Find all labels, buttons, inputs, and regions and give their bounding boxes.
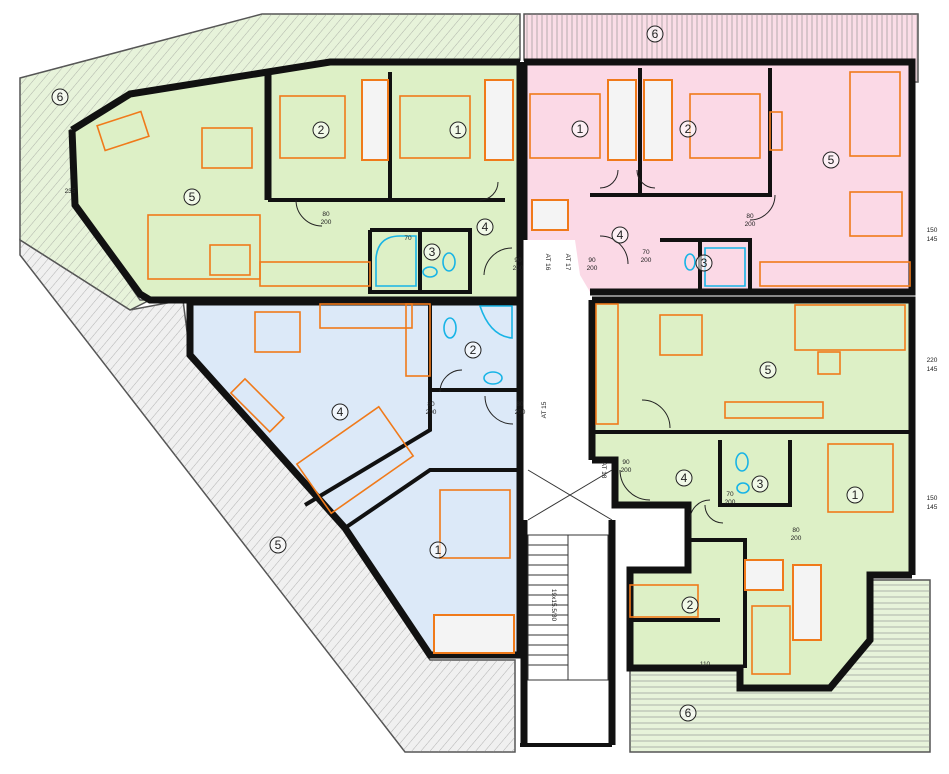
dim-door-ne-entry: 90	[588, 257, 596, 264]
dim-door-nw-b3: 70	[404, 235, 412, 242]
dim-door-ne-entry-h: 200	[587, 265, 598, 272]
room-ne-1-circle	[571, 120, 589, 138]
terrace-w-5: 5	[275, 538, 282, 552]
room-nw-4-circle	[476, 218, 494, 236]
dim-at18: AT 18	[600, 462, 607, 479]
dim-door-se-b3-h: 200	[725, 499, 736, 506]
dim-stair: 19x15.5/30	[550, 589, 557, 622]
terrace-se-6-circle	[679, 704, 697, 722]
terrace-ne-6-circle	[646, 25, 664, 43]
room-w-2-circle	[464, 341, 482, 359]
dim-e-220: 220	[927, 357, 938, 364]
room-w-4: 4	[337, 405, 344, 419]
room-w-2: 2	[470, 343, 477, 357]
room-se-3-circle	[751, 475, 769, 493]
terrace-w-5-circle	[269, 536, 287, 554]
terrace-w-hatch	[20, 240, 515, 752]
room-se-1-circle	[846, 486, 864, 504]
room-nw-2: 2	[318, 123, 325, 137]
dim-door-nw-entry: 90	[514, 257, 522, 264]
room-nw-5: 5	[189, 190, 196, 204]
dim-nw-235: 235	[65, 188, 76, 195]
dim-door-nw-hall: 80	[322, 211, 330, 218]
walls	[68, 58, 916, 747]
dim-ne-145: 145	[927, 236, 938, 243]
dim-door-w-entry-h: 200	[515, 409, 526, 416]
dim-se-150: 150	[927, 495, 938, 502]
dim-door-se-b1: 80	[792, 527, 800, 534]
room-se-4-circle	[675, 469, 693, 487]
room-w-4-circle	[331, 403, 349, 421]
terrace-nw-hatch	[20, 14, 520, 310]
dim-door-w-hall: 80	[427, 401, 435, 408]
room-ne-2-circle	[679, 120, 697, 138]
terrace-se-6: 6	[685, 706, 692, 720]
dim-door-ne-b3: 70	[642, 249, 650, 256]
room-se-3: 3	[757, 477, 764, 491]
dim-se-145: 145	[927, 504, 938, 511]
dim-door-nw-hall-h: 200	[321, 219, 332, 226]
room-nw-1: 1	[455, 123, 462, 137]
room-w-1-circle	[429, 541, 447, 559]
dim-door-se-entry: 90	[622, 459, 630, 466]
furniture-se	[629, 443, 894, 675]
dim-se-110: 110	[700, 661, 711, 668]
dim-e-145a: 145	[927, 366, 938, 373]
room-nw-3-circle	[423, 243, 441, 261]
furniture-w	[229, 303, 515, 654]
room-labels: 1 2 3 4 5 6 1 2 3 4 5 6 1 2 4 5 5 1	[51, 25, 864, 722]
room-se-2-circle	[681, 596, 699, 614]
dim-at16: AT 16	[544, 254, 551, 271]
dimensions: 80 200 70 90 200 90 200 70 200 80 200 80…	[65, 188, 938, 668]
room-nw-5-circle	[183, 188, 201, 206]
dim-door-w-hall-h: 200	[426, 409, 437, 416]
terrace-ne-hatch	[524, 14, 918, 82]
room-ne-2: 2	[685, 122, 692, 136]
apartment-ne-floor	[524, 62, 912, 292]
room-nw-3: 3	[429, 245, 436, 259]
dim-door-se-b3: 70	[726, 491, 734, 498]
staircase	[527, 469, 613, 681]
dim-door-ne-b3-h: 200	[641, 257, 652, 264]
apartment-nw-floor	[72, 62, 520, 300]
room-nw-4: 4	[482, 220, 489, 234]
room-ne-1: 1	[577, 122, 584, 136]
dim-ne-150: 150	[927, 227, 938, 234]
dim-at17: AT 17	[564, 254, 571, 271]
dim-door-se-b1-h: 200	[791, 535, 802, 542]
room-nw-2-circle	[312, 121, 330, 139]
room-ne-3: 3	[701, 256, 708, 270]
dim-door-ne-living-h: 200	[745, 221, 756, 228]
furniture-nw	[96, 79, 514, 287]
room-ne-5: 5	[828, 153, 835, 167]
dim-door-se-entry-h: 200	[621, 467, 632, 474]
room-ne-5-circle	[822, 151, 840, 169]
doors	[295, 169, 776, 524]
dim-door-nw-entry-h: 200	[513, 265, 524, 272]
dim-door-w-entry: 80	[516, 401, 524, 408]
room-ne-4-circle	[611, 226, 629, 244]
apartment-e-floor	[592, 300, 912, 432]
sanitary-fixtures	[375, 235, 750, 494]
room-e-5-circle	[759, 361, 777, 379]
room-ne-4: 4	[617, 228, 624, 242]
room-w-1: 1	[435, 543, 442, 557]
room-se-1: 1	[852, 488, 859, 502]
furniture-e	[595, 303, 906, 425]
terrace-se-hatch	[630, 580, 930, 752]
terrace-ne-6: 6	[652, 27, 659, 41]
furniture-ne	[529, 71, 911, 287]
room-nw-1-circle	[449, 121, 467, 139]
room-se-4: 4	[681, 471, 688, 485]
dim-at15: AT 15	[541, 401, 548, 418]
room-e-5: 5	[765, 363, 772, 377]
terrace-nw-6: 6	[57, 90, 64, 104]
room-se-2: 2	[687, 598, 694, 612]
room-ne-3-circle	[695, 254, 713, 272]
dim-door-ne-living: 80	[746, 213, 754, 220]
terrace-nw-6-circle	[51, 88, 69, 106]
